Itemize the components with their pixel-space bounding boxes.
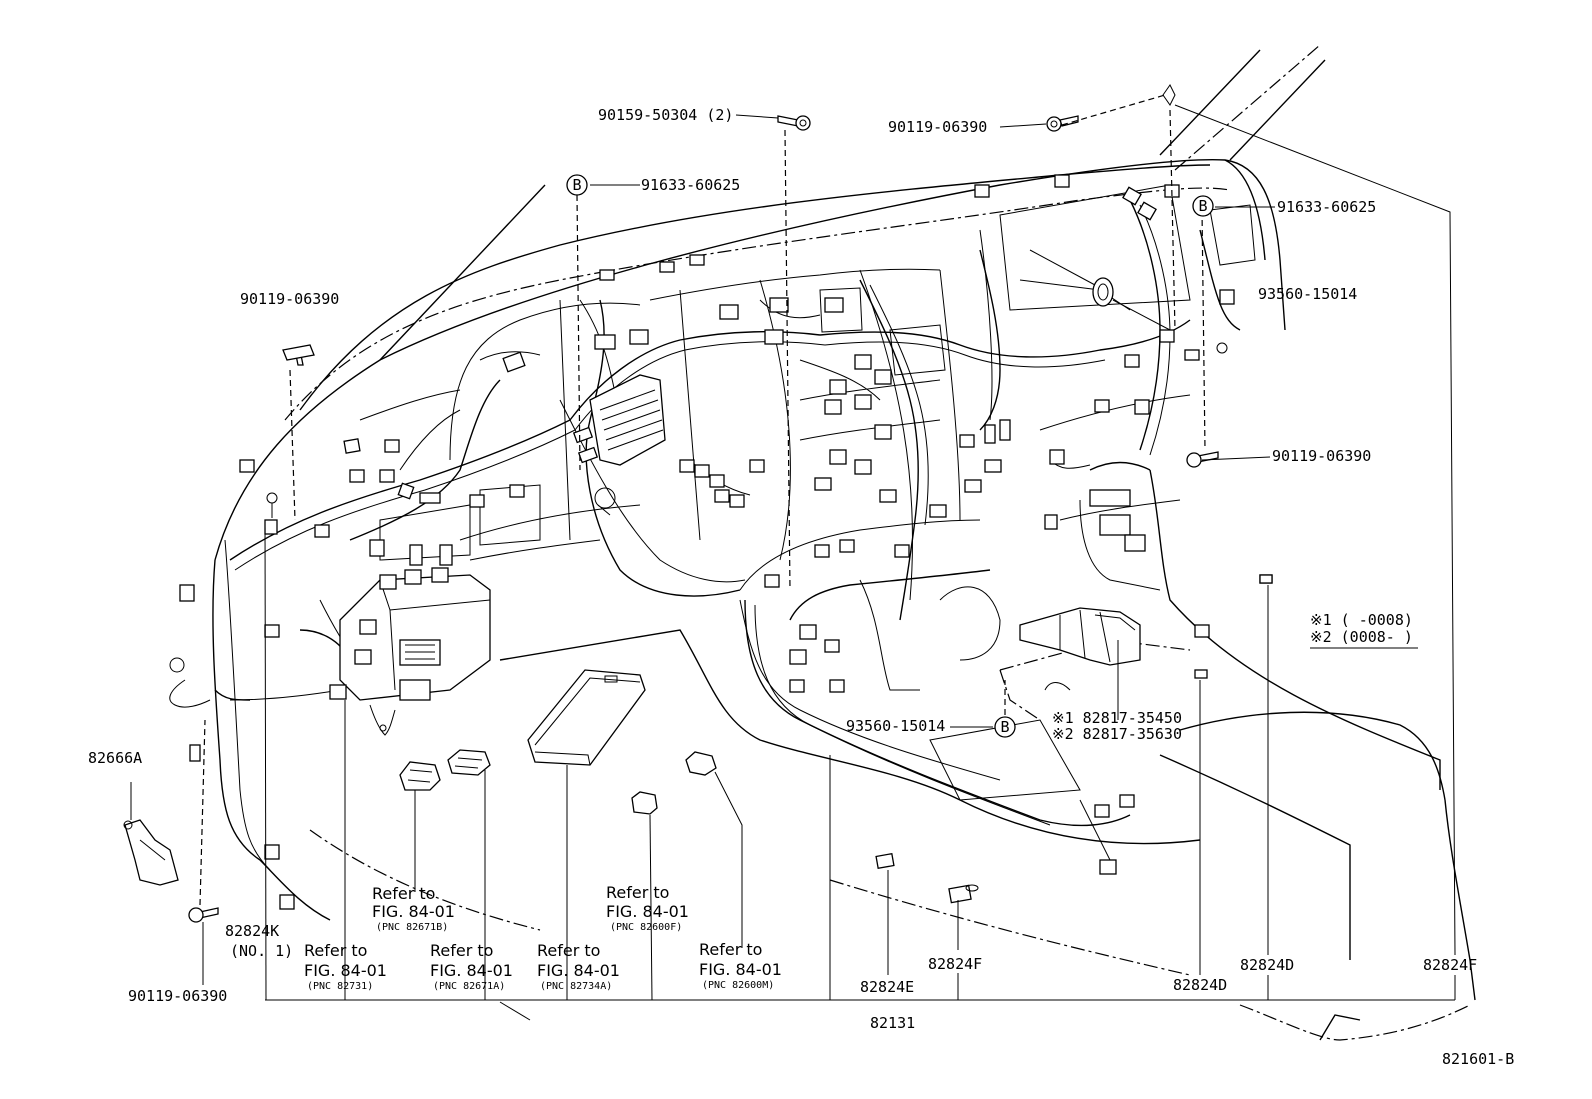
refer-note-82731: Refer to FIG. 84-01 (PNC 82731) xyxy=(304,941,387,992)
b-marker-left: B xyxy=(566,174,588,196)
refer-note-82734A: Refer to FIG. 84-01 (PNC 82734A) xyxy=(537,941,620,992)
b-marker-text: B xyxy=(1000,718,1009,736)
refer-line: Refer to xyxy=(372,884,435,903)
refer-line: Refer to xyxy=(699,940,762,959)
label-82824K: 82824K xyxy=(225,922,279,940)
refer-line: Refer to xyxy=(606,883,669,902)
refer-line: Refer to xyxy=(537,941,600,960)
b-markers: B B B xyxy=(566,174,1214,738)
legend-line-1: ※1 ( -0008) xyxy=(1310,611,1413,629)
refer-notes: Refer to FIG. 84-01 (PNC 82671B) Refer t… xyxy=(304,883,782,992)
refer-pnc: (PNC 82600F) xyxy=(610,922,682,933)
b-marker-right: B xyxy=(1192,195,1214,217)
refer-note-82600M: Refer to FIG. 84-01 (PNC 82600M) xyxy=(699,940,782,991)
label-91633-60625-right: 91633-60625 xyxy=(1277,198,1376,216)
mounting-dash-lines xyxy=(199,94,1206,906)
label-82824K-no: (NO. 1) xyxy=(230,942,293,960)
label-82824E: 82824E xyxy=(860,978,914,996)
refer-fig: FIG. 84-01 xyxy=(606,902,689,921)
bracket-82817 xyxy=(1019,607,1141,666)
label-82131: 82131 xyxy=(870,1014,915,1032)
refer-pnc: (PNC 82734A) xyxy=(540,981,612,992)
b-marker-text: B xyxy=(572,176,581,194)
refer-pnc: (PNC 82671A) xyxy=(433,981,505,992)
refer-pnc: (PNC 82671B) xyxy=(376,922,448,933)
label-82817-35630: ※2 82817-35630 xyxy=(1052,725,1182,743)
label-90119-06390-right: 90119-06390 xyxy=(1272,447,1371,465)
label-82817-35450: ※1 82817-35450 xyxy=(1052,709,1182,727)
label-82666A: 82666A xyxy=(88,749,142,767)
switch-parts xyxy=(399,574,1273,904)
label-90119-06390-bottom: 90119-06390 xyxy=(128,987,227,1005)
label-82824D-mid: 82824D xyxy=(1173,976,1227,994)
refer-pnc: (PNC 82600M) xyxy=(702,980,774,991)
refer-fig: FIG. 84-01 xyxy=(430,961,513,980)
wiring-harness xyxy=(169,199,1191,861)
part-labels: 90159-50304 (2) 90119-06390 91633-60625 … xyxy=(88,106,1514,1068)
refer-fig: FIG. 84-01 xyxy=(304,961,387,980)
refer-fig: FIG. 84-01 xyxy=(537,961,620,980)
refer-fig: FIG. 84-01 xyxy=(699,960,782,979)
hook-82666A xyxy=(123,819,179,886)
label-93560-15014-bottom: 93560-15014 xyxy=(846,717,945,735)
label-91633-60625-left: 91633-60625 xyxy=(641,176,740,194)
bolts xyxy=(169,84,1228,923)
junction-block xyxy=(329,544,491,736)
label-93560-15014-right: 93560-15014 xyxy=(1258,285,1357,303)
panel-inner-structure xyxy=(359,229,1191,827)
refer-line: Refer to xyxy=(304,941,367,960)
label-82824D-right: 82824D xyxy=(1240,956,1294,974)
leader-lines xyxy=(130,104,1456,1021)
refer-note-82671B: Refer to FIG. 84-01 (PNC 82671B) xyxy=(372,884,455,933)
relay-array xyxy=(572,374,666,516)
ecu-module xyxy=(527,669,646,766)
label-90159-50304: 90159-50304 (2) xyxy=(598,106,733,124)
refer-note-82600F: Refer to FIG. 84-01 (PNC 82600F) xyxy=(606,883,689,933)
instrument-panel-outline xyxy=(212,44,1476,1041)
legend-line-2: ※2 (0008- ) xyxy=(1310,628,1413,646)
grommet xyxy=(1029,249,1171,331)
refer-fig: FIG. 84-01 xyxy=(372,902,455,921)
label-90119-06390-left: 90119-06390 xyxy=(240,290,339,308)
label-82824F-mid: 82824F xyxy=(928,955,982,973)
label-90119-06390-top: 90119-06390 xyxy=(888,118,987,136)
connectors xyxy=(179,174,1273,910)
refer-note-82671A: Refer to FIG. 84-01 (PNC 82671A) xyxy=(430,941,513,992)
b-marker-bottom: B xyxy=(994,716,1016,738)
refer-pnc: (PNC 82731) xyxy=(307,981,373,992)
figure-id: 821601-B xyxy=(1442,1050,1514,1068)
b-marker-text: B xyxy=(1198,197,1207,215)
refer-line: Refer to xyxy=(430,941,493,960)
label-82824F-right: 82824F xyxy=(1423,956,1477,974)
